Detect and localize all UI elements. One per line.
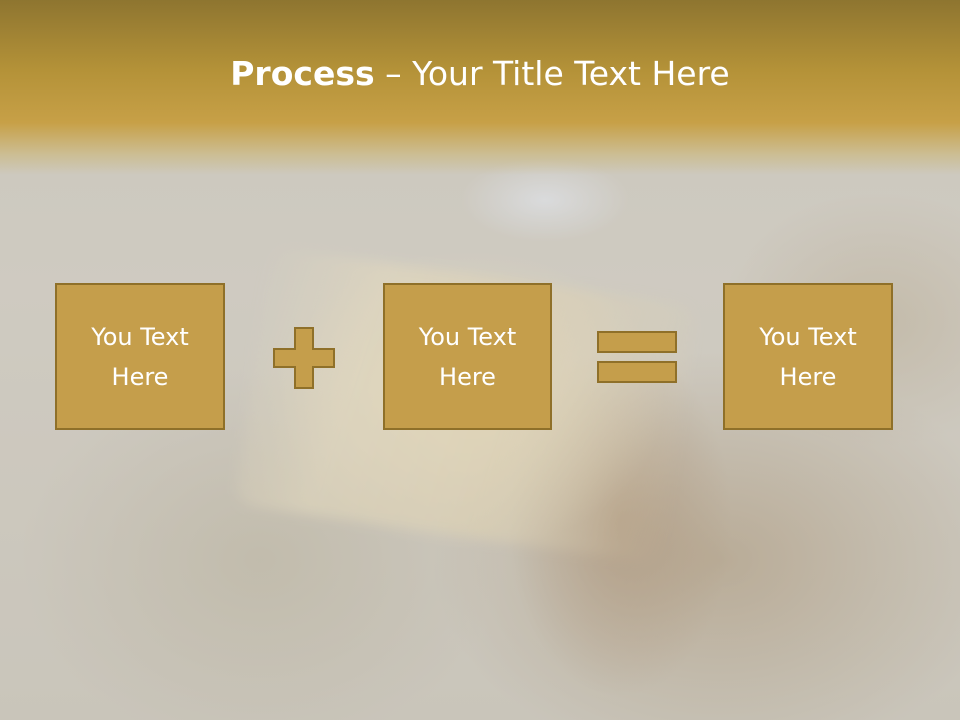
process-box-2[interactable]: You Text Here	[383, 283, 552, 430]
plus-icon	[273, 327, 335, 389]
title-band	[0, 0, 960, 175]
title-rest: – Your Title Text Here	[374, 54, 730, 93]
process-box-3[interactable]: You Text Here	[723, 283, 893, 430]
process-box-2-text: You Text Here	[418, 322, 517, 391]
title-bold-word: Process	[230, 54, 375, 93]
process-box-1[interactable]: You Text Here	[55, 283, 225, 430]
slide-title: Process – Your Title Text Here	[0, 52, 960, 96]
equals-icon	[597, 331, 677, 383]
process-box-3-text: You Text Here	[759, 322, 857, 391]
process-box-1-text: You Text Here	[91, 322, 189, 391]
